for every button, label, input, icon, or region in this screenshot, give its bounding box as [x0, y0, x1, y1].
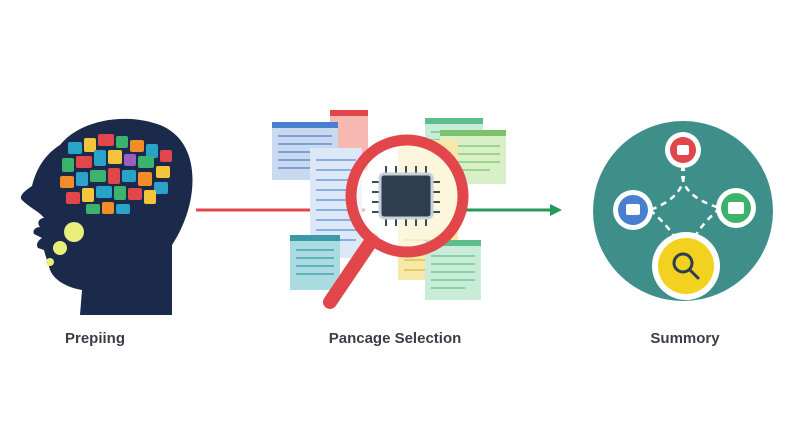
head-silhouette: [20, 118, 193, 316]
document-card: [290, 235, 340, 290]
thought-bubble-large: [64, 222, 84, 242]
head-brain-icon: [20, 118, 193, 316]
thought-bubble-medium: [53, 241, 67, 255]
chip-icon: [372, 166, 440, 226]
stage-label-summary: Summory: [650, 330, 720, 347]
stage-label-passage-selection: Pancage Selection: [328, 330, 462, 347]
node-yellow-search-icon: [652, 232, 720, 300]
magnifier-handle: [323, 233, 379, 309]
green-arrow: [462, 204, 562, 216]
node-green-icon: [716, 188, 756, 228]
magnifier-chip-icon: [323, 134, 469, 309]
node-red-icon: [665, 132, 701, 168]
summary-circle: [593, 121, 773, 301]
document-card: [425, 240, 481, 300]
thought-bubble-small: [46, 258, 54, 266]
node-blue-icon: [613, 190, 653, 230]
network-circle-icon: [593, 121, 773, 301]
stage-label-preparing: Prepiing: [64, 330, 125, 347]
brain-mosaic: [60, 134, 172, 214]
